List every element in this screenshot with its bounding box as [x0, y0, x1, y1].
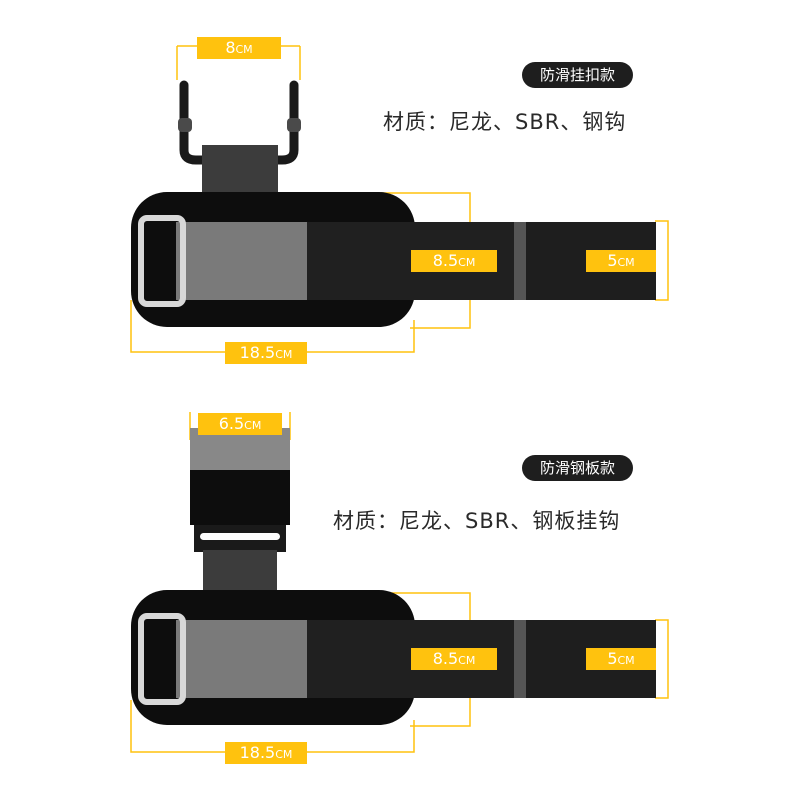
dimension-length: 18.5CM [225, 742, 307, 764]
material-text: 材质：尼龙、SBR、钢板挂钩 [333, 509, 621, 533]
dimension-value: 18.5 [239, 343, 276, 362]
dimension-value: 18.5 [239, 743, 276, 762]
hook-strap-illustration [130, 45, 669, 353]
dimension-unit: CM [275, 748, 293, 761]
material-text: 材质：尼龙、SBR、钢钩 [383, 110, 627, 134]
dimension-value: 5 [607, 251, 618, 270]
product-panel-hook: 防滑挂扣款 材质：尼龙、SBR、钢钩 8CM 8.5CM 5CM 18.5CM [130, 37, 669, 364]
plate-strap-illustration [130, 412, 669, 753]
dimension-top-width: 6.5CM [198, 413, 282, 435]
dimension-unit: CM [275, 348, 293, 361]
dimension-unit: CM [617, 654, 635, 667]
dimension-value: 6.5 [218, 414, 245, 433]
dimension-length: 18.5CM [225, 342, 307, 364]
dimension-unit: CM [244, 419, 262, 432]
dimension-unit: CM [458, 654, 476, 667]
dimension-strap-width: 5CM [586, 648, 656, 670]
product-panel-plate: 防滑钢板款 材质：尼龙、SBR、钢板挂钩 6.5CM 8.5CM 5CM 18.… [0, 400, 800, 800]
dimension-top-width: 8CM [197, 37, 281, 59]
dimension-value: 8 [225, 38, 236, 57]
dimension-value: 5 [607, 649, 618, 668]
dimension-strap-width: 5CM [586, 250, 656, 272]
dimension-unit: CM [617, 256, 635, 269]
dimension-thickness: 8.5CM [411, 648, 497, 670]
dimension-unit: CM [458, 256, 476, 269]
dimension-thickness: 8.5CM [411, 250, 497, 272]
style-badge: 防滑挂扣款 [522, 62, 634, 88]
dimension-unit: CM [235, 43, 253, 56]
dimension-value: 8.5 [432, 649, 459, 668]
style-badge: 防滑钢板款 [522, 455, 634, 481]
dimension-value: 8.5 [432, 251, 459, 270]
